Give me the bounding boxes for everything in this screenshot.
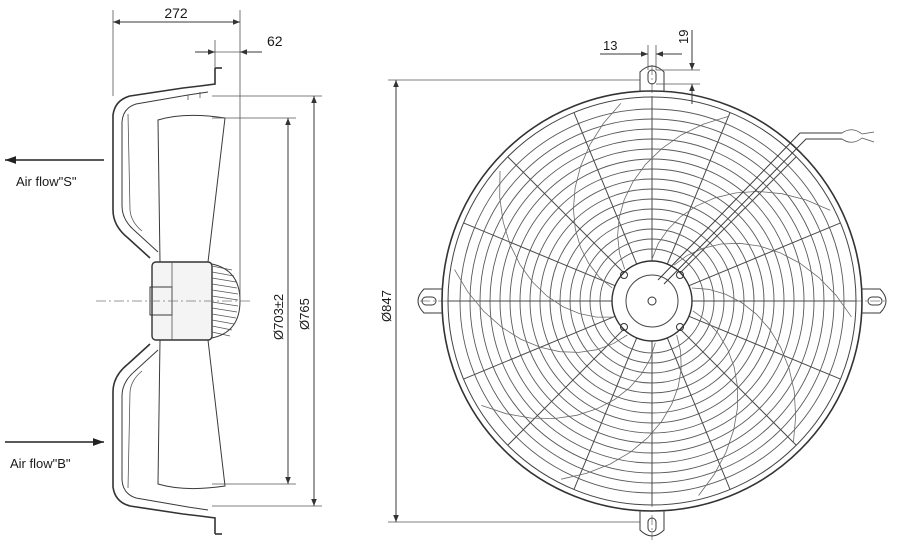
blade-curve (691, 287, 797, 443)
housing-bottom-inner (121, 349, 209, 511)
blade-curves (454, 103, 852, 496)
grille-spoke (463, 222, 616, 287)
mount-ear-right (861, 288, 887, 314)
grille-spoke (688, 222, 841, 287)
grille-spoke (688, 315, 841, 380)
mount-ear-bottom (639, 510, 665, 537)
grille-spoke (573, 112, 638, 265)
grille-spoke (679, 328, 797, 446)
grille-spoke (507, 156, 625, 274)
grille-spoke (463, 315, 616, 380)
mount-ear-top (639, 65, 665, 92)
blade-curve (454, 269, 628, 353)
mount-ear-left (417, 288, 443, 314)
dim-13: 13 (603, 38, 617, 53)
grille-spokes (448, 97, 856, 505)
housing-bottom-outline (112, 343, 216, 534)
dim-847: Ø847 (379, 290, 394, 322)
grille-spoke (507, 328, 625, 446)
power-cable (657, 132, 842, 281)
blade-curve (692, 310, 738, 496)
housing-top-inner (121, 91, 209, 253)
blade-bottom (157, 339, 226, 490)
outer-rim (441, 90, 863, 512)
front-view: Ø847 13 19 (379, 30, 887, 540)
grille-spoke (573, 337, 638, 490)
blade-curve (617, 115, 729, 270)
grille-spoke (666, 112, 731, 265)
dim-19: 19 (676, 30, 691, 44)
blade-curve (561, 334, 682, 480)
blade-curve (673, 242, 852, 318)
blade-curve (651, 190, 831, 260)
blade-top (157, 114, 226, 263)
dim-272: 272 (164, 5, 188, 21)
dim-765: Ø765 (297, 298, 312, 330)
blade-curve (572, 103, 622, 289)
blade-curve (499, 170, 614, 318)
motor-fins (211, 265, 239, 337)
hub-outer (611, 260, 693, 342)
grille-spoke (679, 156, 797, 274)
airflow-s-label: Air flow"S" (16, 174, 77, 189)
side-view: 272 62 Ø703±2 Ø765 Air flow"S" Air flow"… (5, 5, 322, 535)
housing-top-outline (112, 68, 216, 259)
dim-62: 62 (267, 33, 283, 49)
blade-curve (481, 342, 656, 419)
dim-703: Ø703±2 (271, 294, 286, 340)
airflow-b-label: Air flow"B" (10, 456, 71, 471)
hub-center (647, 296, 657, 306)
